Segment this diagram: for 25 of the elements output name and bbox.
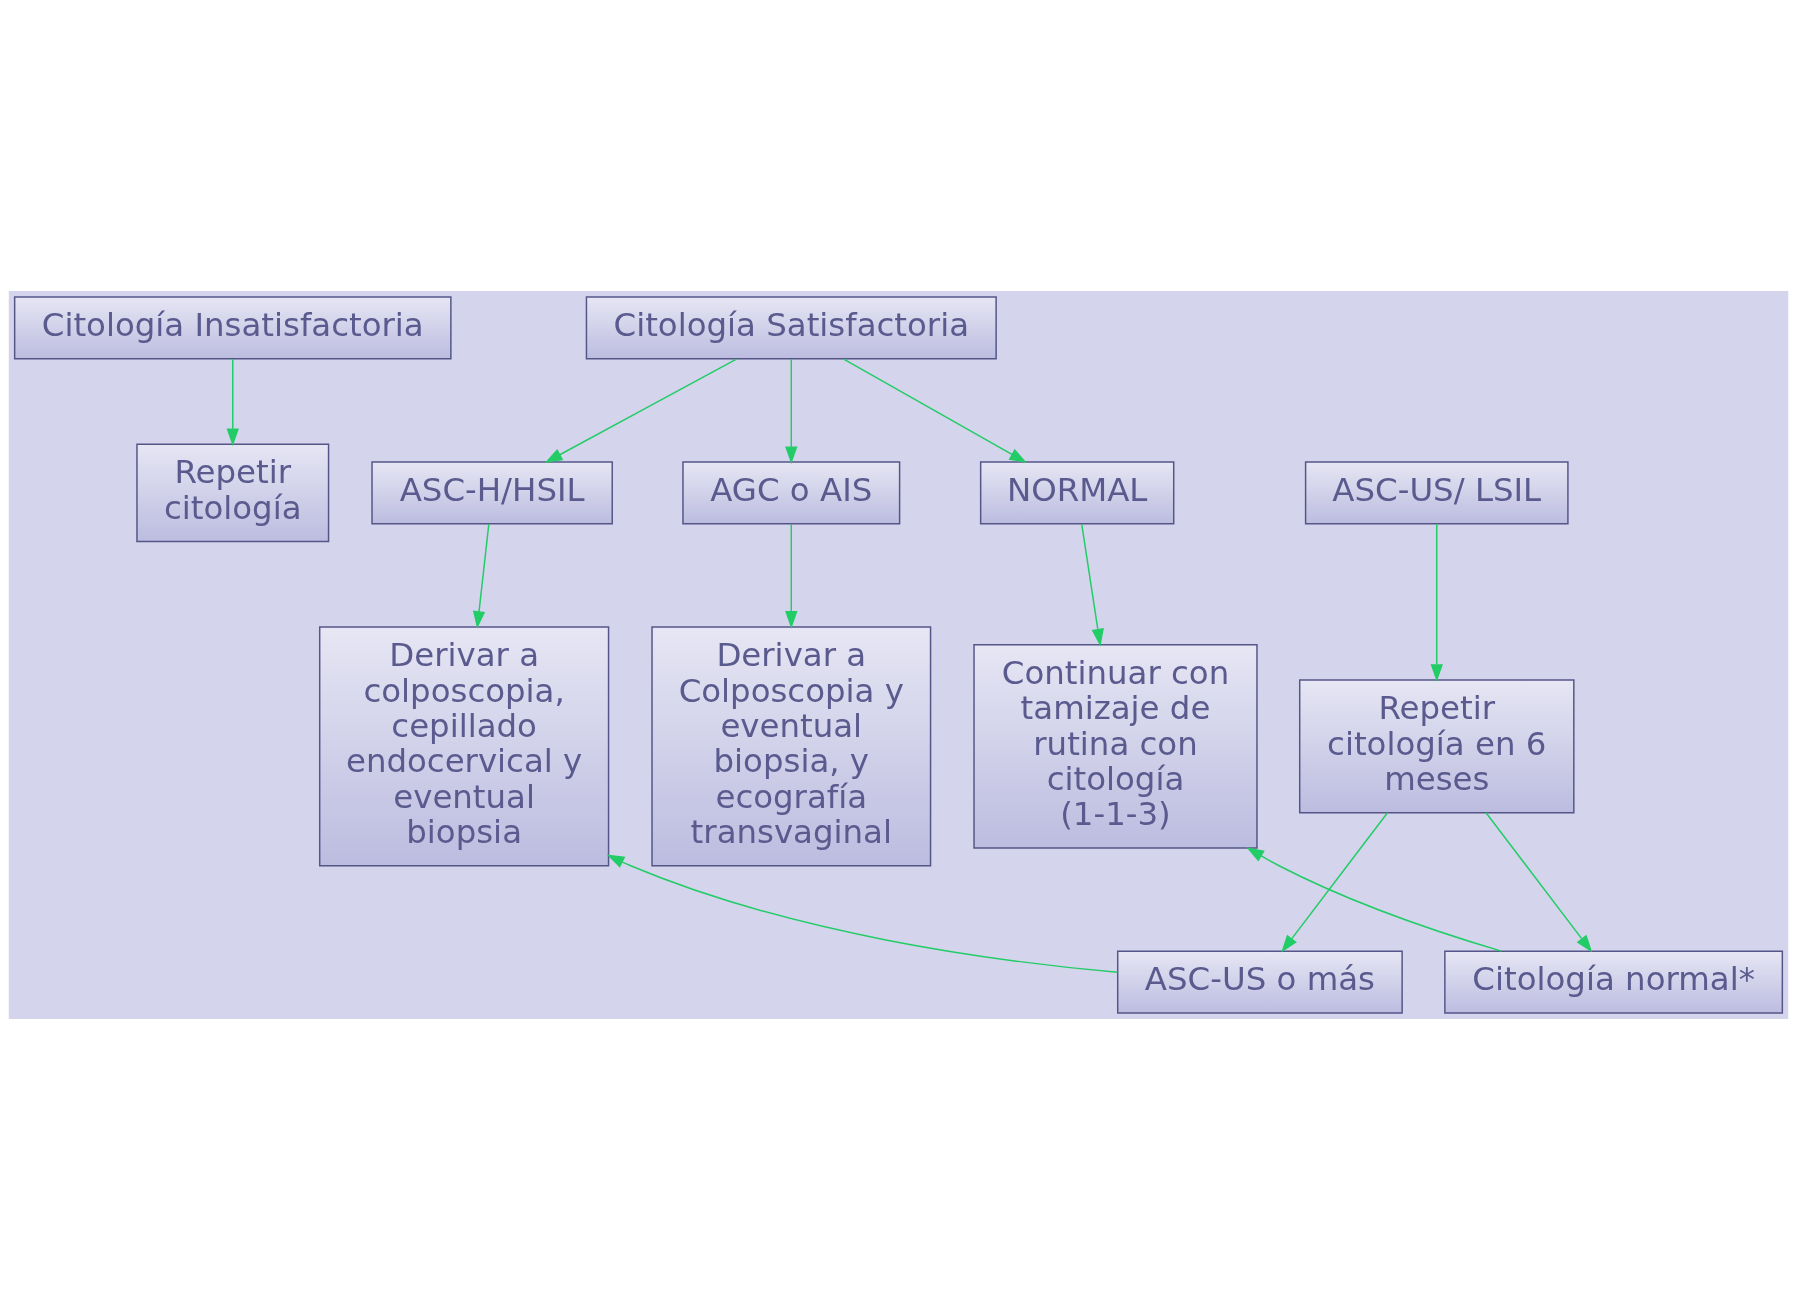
node-box: Citología Insatisfactoria <box>13 295 452 360</box>
node-box: Repetir citología <box>136 443 330 542</box>
node-box: ASC-US/ LSIL <box>1304 460 1569 525</box>
node-box: ASC-H/HSIL <box>371 460 613 525</box>
arrow <box>785 522 798 629</box>
node-box: ASC-US o más <box>1116 949 1403 1014</box>
arrow <box>1430 522 1443 682</box>
arrow <box>1281 811 1389 953</box>
node-box: Citología normal* <box>1444 949 1784 1014</box>
arrow <box>226 357 239 446</box>
arrow <box>606 853 1119 973</box>
arrow <box>544 357 738 463</box>
node-box: Repetir citología en 6 meses <box>1298 678 1575 813</box>
arrow <box>785 357 798 464</box>
node-box: NORMAL <box>979 460 1175 525</box>
arrow <box>1485 811 1593 953</box>
node-box: AGC o AIS <box>682 460 901 525</box>
node-box: Citología Satisfactoria <box>585 295 997 360</box>
node-box: Derivar a colposcopia, cepillado endocervical y eventual biopsia <box>318 625 610 866</box>
arrow <box>472 522 490 629</box>
node-box: Continuar con tamizaje de rutina con citología (1-1-3) <box>973 643 1258 849</box>
node-box: Derivar a Colposcopia y eventual biopsia, y ecografía transvaginal <box>651 625 932 866</box>
arrow <box>1081 522 1104 646</box>
arrow <box>1246 846 1503 952</box>
arrow <box>843 357 1027 463</box>
